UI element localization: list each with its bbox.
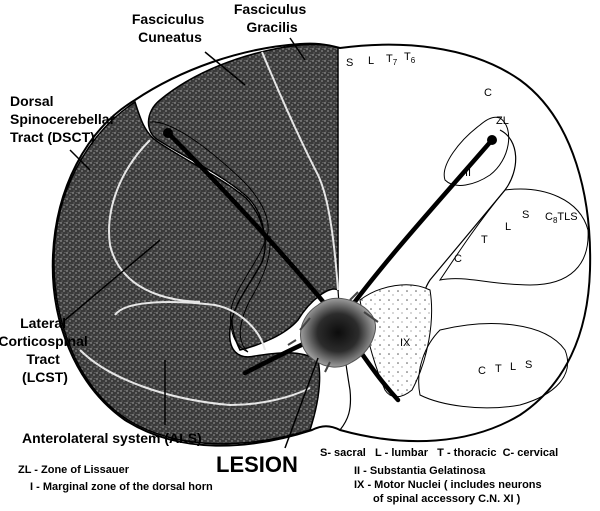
inner-label-l-lat: L (505, 221, 511, 233)
inner-label-l: L (368, 55, 374, 67)
ascending-fiber-right (342, 137, 495, 318)
inner-label-t-ant: T (495, 363, 502, 375)
fiber-terminal-left (163, 128, 173, 138)
inner-label-c-top: C (484, 87, 492, 99)
legend-right: II - Substantia Gelatinosa IX - Motor Nu… (354, 465, 545, 505)
legend-spinal-levels: S- sacral L - lumbar T - thoracic C- cer… (320, 447, 558, 459)
substantia-gelatinosa (443, 116, 510, 186)
als-boundary (79, 349, 311, 407)
inner-label-t6: T6 (404, 51, 416, 65)
inner-label-ii: II (465, 167, 471, 179)
fasciculus-boundary (261, 51, 339, 291)
inner-label-c8tls: C8TLS (545, 211, 578, 225)
inner-label-zl: ZL (496, 115, 509, 127)
label-lesion: LESION (216, 452, 298, 477)
inner-label-c-ant: C (478, 365, 486, 377)
inner-label-t7: T7 (386, 53, 398, 67)
pointer-lesion (284, 357, 319, 449)
left-dorsal-horn (149, 121, 271, 353)
inner-label-s-lat: S (522, 209, 529, 221)
pointer-dsct (69, 149, 91, 171)
label-lcst: Lateral Corticospinal Tract (LCST) (0, 315, 92, 385)
pointer-gracilis (289, 37, 306, 61)
label-fasciculus-gracilis: Fasciculus Gracilis (234, 1, 310, 35)
anterior-horn-ix (359, 284, 433, 398)
label-als: Anterolateral system (ALS) (22, 430, 202, 446)
left-white-matter (147, 43, 339, 351)
label-fasciculus-cuneatus: Fasciculus Cuneatus (132, 11, 208, 45)
lateral-tract-region (438, 188, 589, 286)
left-lateral-white-matter (53, 100, 321, 445)
inner-label-s: S (346, 57, 353, 69)
dsct-boundary (108, 139, 201, 303)
lesion-mark (300, 297, 377, 368)
inner-label-s-ant: S (525, 359, 532, 371)
inner-label-l-ant: L (510, 361, 516, 373)
fiber-terminal-right (487, 135, 497, 145)
inner-label-c-lat: C (454, 253, 462, 265)
lcst-boundary (114, 301, 266, 351)
legend-left: ZL - Zone of Lissauer I - Marginal zone … (18, 464, 213, 493)
inner-label-ix: IX (400, 337, 411, 349)
inner-label-t-lat: T (481, 234, 488, 246)
pointer-lcst (64, 239, 161, 321)
label-dsct: Dorsal Spinocerebellar Tract (DSCT) (10, 93, 119, 145)
pointer-cuneatus (204, 51, 246, 86)
anterior-tract-region (418, 323, 569, 409)
ascending-fiber-left (165, 130, 333, 313)
lesion-streaks (287, 291, 379, 373)
